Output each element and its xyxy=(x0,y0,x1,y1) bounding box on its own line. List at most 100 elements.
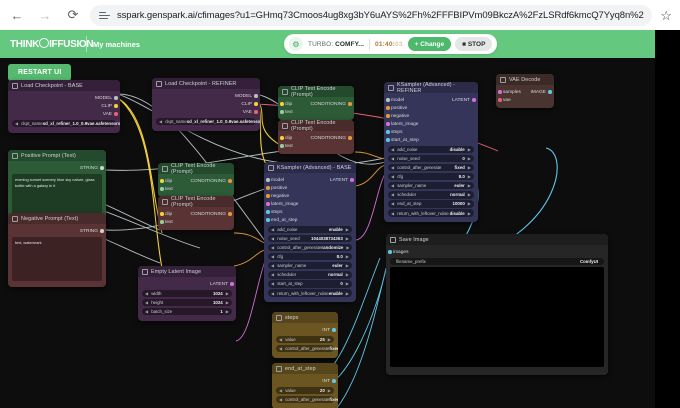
collapse-icon[interactable] xyxy=(282,122,288,129)
port-conditioning[interactable] xyxy=(228,179,232,183)
node-io-row[interactable]: end_at_step xyxy=(264,216,356,224)
port-positive[interactable] xyxy=(266,186,270,190)
node-output-row[interactable]: STRING xyxy=(8,164,106,172)
node-io-row[interactable]: steps xyxy=(384,128,478,136)
next-arrow-icon[interactable]: ▶ xyxy=(467,174,471,180)
port-clip[interactable] xyxy=(280,102,284,106)
prev-arrow-icon[interactable]: ◀ xyxy=(279,345,283,351)
port-positive[interactable] xyxy=(386,106,390,110)
prev-arrow-icon[interactable]: ◀ xyxy=(279,396,283,402)
restart-ui-button[interactable]: RESTART UI xyxy=(8,64,72,81)
port-negative[interactable] xyxy=(386,114,390,118)
node-io-row[interactable]: latent_image xyxy=(264,200,356,208)
prev-arrow-icon[interactable]: ◀ xyxy=(271,226,275,232)
next-arrow-icon[interactable]: ▶ xyxy=(467,192,471,198)
back-arrow-icon[interactable]: ← xyxy=(10,7,24,23)
next-arrow-icon[interactable]: ▶ xyxy=(345,263,349,269)
next-arrow-icon[interactable]: ▶ xyxy=(467,146,471,152)
port-int[interactable] xyxy=(332,328,336,332)
port-text[interactable] xyxy=(280,110,284,114)
prev-arrow-icon[interactable]: ◀ xyxy=(391,174,395,180)
collapse-icon[interactable] xyxy=(142,268,148,275)
next-arrow-icon[interactable]: ▶ xyxy=(467,155,471,161)
prev-arrow-icon[interactable]: ◀ xyxy=(391,210,395,216)
node-output-row[interactable]: MODEL xyxy=(8,94,120,102)
port-clip[interactable] xyxy=(280,136,284,140)
port-steps[interactable] xyxy=(386,130,390,134)
node-output-row[interactable]: STRING xyxy=(8,227,106,235)
collapse-icon[interactable] xyxy=(388,84,394,91)
next-arrow-icon[interactable]: ▶ xyxy=(345,281,349,287)
tune-icon[interactable] xyxy=(98,9,111,22)
prev-arrow-icon[interactable]: ◀ xyxy=(391,183,395,189)
collapse-icon[interactable] xyxy=(268,164,274,171)
port-model[interactable] xyxy=(254,94,258,98)
node-io-row[interactable]: vae xyxy=(496,96,554,104)
port-text[interactable] xyxy=(160,187,164,191)
prompt-textarea[interactable]: evening sunset scenery blue sky nature, … xyxy=(12,174,102,218)
prev-arrow-icon[interactable]: ◀ xyxy=(271,281,275,287)
node-negative-prompt[interactable]: Negative Prompt (Text) STRING text, wate… xyxy=(8,213,106,287)
node-positive-prompt[interactable]: Positive Prompt (Text) STRING evening su… xyxy=(8,150,106,224)
node-output-row[interactable]: INT xyxy=(272,326,338,334)
port-vae[interactable] xyxy=(114,112,118,116)
next-arrow-icon[interactable]: ▶ xyxy=(225,309,229,315)
collapse-icon[interactable] xyxy=(162,165,168,172)
port-latent[interactable] xyxy=(472,98,476,102)
node-io-row[interactable]: text xyxy=(158,218,234,226)
port-steps[interactable] xyxy=(266,210,270,214)
port-model[interactable] xyxy=(386,98,390,102)
prev-arrow-icon[interactable]: ◀ xyxy=(145,299,149,305)
node-output-row[interactable]: LATENT xyxy=(138,280,236,288)
node-io-row[interactable]: steps xyxy=(264,208,356,216)
collapse-icon[interactable] xyxy=(276,365,282,372)
port-image[interactable] xyxy=(548,90,552,94)
stop-button[interactable]: ■ STOP xyxy=(455,37,493,51)
prev-arrow-icon[interactable]: ◀ xyxy=(271,272,275,278)
node-io-row[interactable]: text xyxy=(278,108,354,116)
collapse-icon[interactable] xyxy=(390,236,396,243)
star-icon[interactable]: ☆ xyxy=(660,7,672,23)
prev-arrow-icon[interactable]: ◀ xyxy=(391,192,395,198)
prev-arrow-icon[interactable]: ◀ xyxy=(15,120,19,126)
next-arrow-icon[interactable]: ▶ xyxy=(345,235,349,241)
node-io-row[interactable]: positive xyxy=(264,184,356,192)
next-arrow-icon[interactable]: ▶ xyxy=(225,290,229,296)
port-int[interactable] xyxy=(332,379,336,383)
node-load-checkpoint-base[interactable]: Load Checkpoint - BASE MODEL CLIP VAE ◀c… xyxy=(8,80,120,133)
port-model[interactable] xyxy=(266,178,270,182)
reload-icon[interactable]: ⟳ xyxy=(67,7,79,22)
port-clip[interactable] xyxy=(160,212,164,216)
port-images[interactable] xyxy=(388,250,392,254)
next-arrow-icon[interactable]: ▶ xyxy=(327,387,331,393)
next-arrow-icon[interactable]: ▶ xyxy=(467,210,471,216)
port-latent-image[interactable] xyxy=(266,202,270,206)
